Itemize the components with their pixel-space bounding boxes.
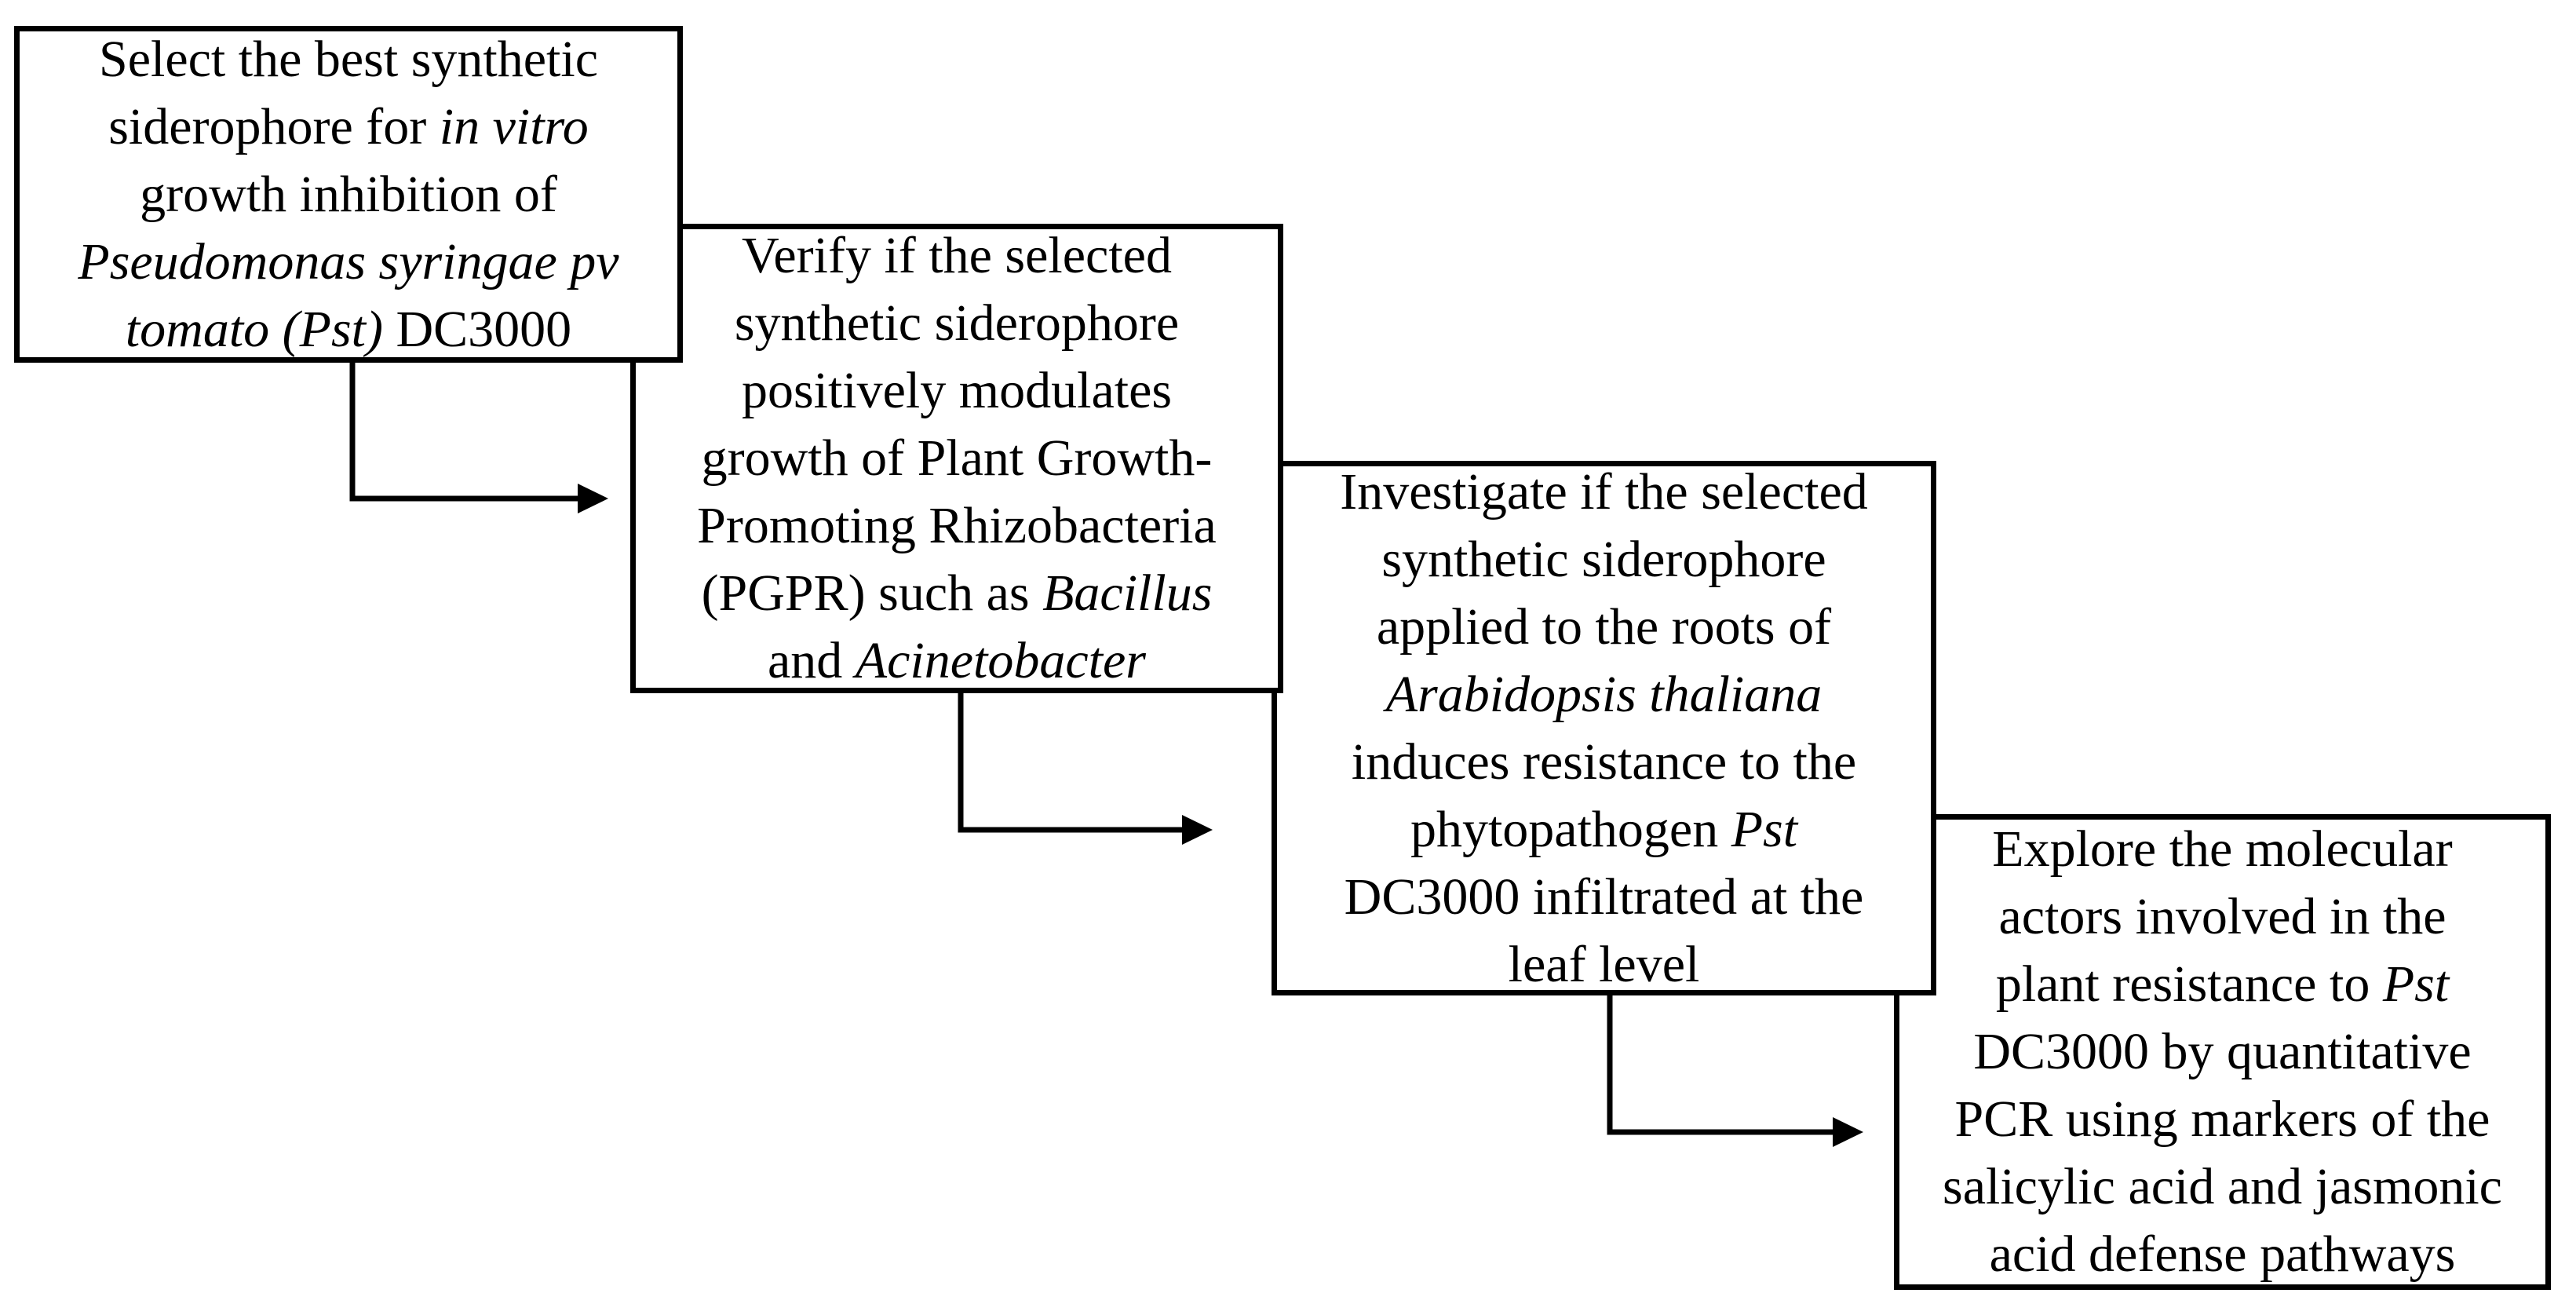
italic-text-run: Bacillus xyxy=(1042,564,1213,622)
box-text-line: salicylic acid and jasmonic xyxy=(1943,1153,2502,1221)
arrow-step2-to-step3 xyxy=(958,690,1213,845)
box-text-line: Arabidopsis thaliana xyxy=(1386,661,1823,729)
box-text-line: siderophore for in vitro xyxy=(108,93,589,161)
text-run: Verify if the selected xyxy=(742,227,1172,284)
text-run: synthetic siderophore xyxy=(734,294,1180,352)
box-text-line: induces resistance to the xyxy=(1352,729,1856,796)
box-text-line: DC3000 infiltrated at the xyxy=(1345,864,1864,931)
flow-box-step-3: Investigate if the selected synthetic sid… xyxy=(1272,461,1936,995)
text-run: Promoting Rhizobacteria xyxy=(697,497,1217,554)
italic-text-run: Acinetobacter xyxy=(855,632,1146,689)
box-text-line: Verify if the selected xyxy=(742,222,1172,290)
text-run: plant resistance to xyxy=(1995,955,2383,1013)
italic-text-run: Pst xyxy=(2382,955,2450,1013)
box-text-line: positively modulates xyxy=(742,357,1172,425)
italic-text-run: Pst xyxy=(1731,800,1798,858)
text-run: and xyxy=(768,632,856,689)
italic-text-run: Pseudomonas syringae pv xyxy=(78,232,619,290)
text-run: Select the best synthetic xyxy=(99,30,598,88)
text-run: induces resistance to the xyxy=(1351,732,1857,791)
flow-box-step-4: Explore the molecular actors involved in … xyxy=(1894,814,2551,1290)
text-run: actors involved in the xyxy=(1998,888,2446,945)
box-text-line: growth inhibition of xyxy=(140,161,557,228)
italic-text-run: tomato (Pst) xyxy=(125,300,383,358)
text-run: leaf level xyxy=(1508,935,1700,993)
text-run: growth inhibition of xyxy=(140,165,557,223)
box-text-line: growth of Plant Growth- xyxy=(702,425,1213,492)
arrowhead-icon xyxy=(578,484,608,513)
arrow-step3-to-step4 xyxy=(1607,992,1863,1147)
text-run: applied to the roots of xyxy=(1376,597,1832,656)
box-text-line: actors involved in the xyxy=(1998,883,2446,951)
text-run: growth of Plant Growth- xyxy=(701,429,1213,487)
arrowhead-icon xyxy=(1833,1117,1863,1147)
flow-box-step-2: Verify if the selected synthetic sideroph… xyxy=(630,224,1283,693)
text-run: DC3000 xyxy=(382,300,572,358)
text-run: salicylic acid and jasmonic xyxy=(1943,1158,2502,1215)
box-text-line: Promoting Rhizobacteria xyxy=(697,492,1217,560)
text-run: (PGPR) such as xyxy=(701,564,1043,622)
box-text-line: DC3000 by quantitative xyxy=(1973,1018,2471,1086)
box-text-line: acid defense pathways xyxy=(1990,1221,2456,1288)
text-run: positively modulates xyxy=(741,362,1173,419)
arrow-step1-to-step2 xyxy=(349,360,608,513)
box-text-line: Investigate if the selected xyxy=(1340,458,1868,526)
box-text-line: synthetic siderophore xyxy=(1381,526,1826,594)
italic-text-run: in vitro xyxy=(439,97,589,155)
box-text-line: Select the best synthetic xyxy=(99,26,598,93)
box-text-line: synthetic siderophore xyxy=(735,290,1179,357)
box-text-line: applied to the roots of xyxy=(1377,594,1831,661)
box-text-line: tomato (Pst) DC3000 xyxy=(126,296,571,363)
italic-text-run: Arabidopsis thaliana xyxy=(1385,665,1823,723)
arrowhead-icon xyxy=(1182,815,1213,845)
text-run: Investigate if the selected xyxy=(1340,462,1868,521)
text-run: phytopathogen xyxy=(1410,800,1731,858)
box-text-line: Explore the molecular xyxy=(1992,816,2452,883)
box-text-line: plant resistance to Pst xyxy=(1996,951,2449,1018)
text-run: siderophore for xyxy=(108,97,440,155)
box-text-line: PCR using markers of the xyxy=(1955,1086,2490,1153)
box-text-line: (PGPR) such as Bacillus xyxy=(702,560,1213,627)
text-run: DC3000 infiltrated at the xyxy=(1344,868,1864,926)
text-run: synthetic siderophore xyxy=(1381,530,1826,588)
text-run: Explore the molecular xyxy=(1992,820,2453,878)
box-text-line: Pseudomonas syringae pv xyxy=(78,228,618,296)
box-text-line: leaf level xyxy=(1509,931,1700,999)
text-run: acid defense pathways xyxy=(1989,1226,2456,1283)
text-run: PCR using markers of the xyxy=(1954,1090,2490,1148)
box-text-line: and Acinetobacter xyxy=(768,627,1146,695)
text-run: DC3000 by quantitative xyxy=(1973,1023,2472,1080)
box-text-line: phytopathogen Pst xyxy=(1410,796,1797,864)
